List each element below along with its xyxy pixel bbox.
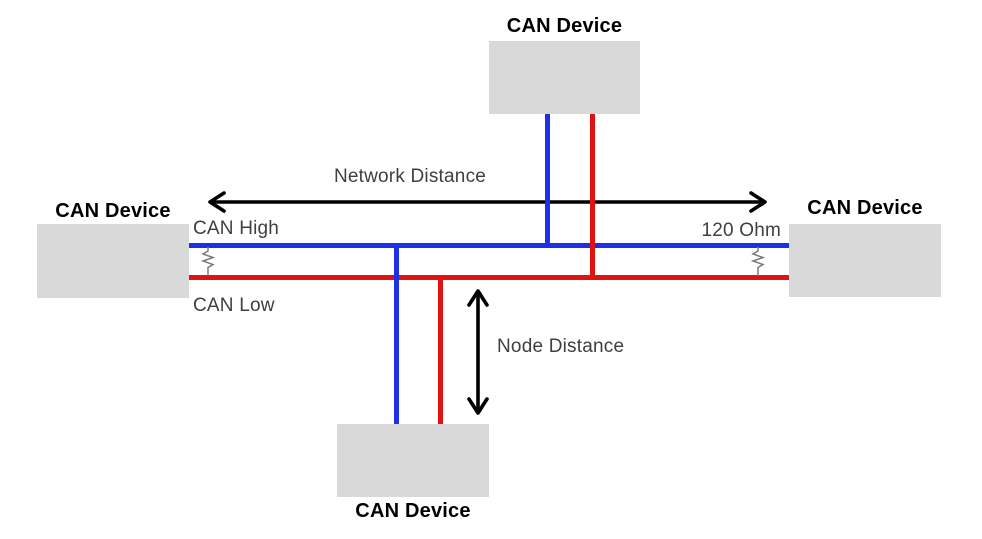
node-distance-label: Node Distance bbox=[497, 336, 625, 357]
can-high-bus-line bbox=[189, 243, 789, 248]
can-device-label-left: CAN Device bbox=[55, 200, 171, 222]
can-low-label: CAN Low bbox=[193, 295, 275, 316]
resistor-icon bbox=[750, 247, 766, 276]
network-distance-arrow-icon bbox=[208, 191, 767, 213]
top-device-can-low-stub bbox=[590, 114, 595, 280]
can-device-label-bottom: CAN Device bbox=[355, 500, 471, 522]
can-device-box-top bbox=[489, 41, 640, 114]
bottom-device-can-high-stub bbox=[394, 243, 399, 424]
node-distance-arrow-icon bbox=[467, 289, 489, 415]
can-device-box-bottom bbox=[337, 424, 489, 497]
can-device-box-right bbox=[789, 224, 941, 297]
can-device-label-top: CAN Device bbox=[506, 15, 623, 37]
top-device-can-high-stub bbox=[545, 114, 550, 248]
can-high-label: CAN High bbox=[193, 218, 280, 239]
termination-120-ohm-label: 120 Ohm bbox=[701, 220, 781, 241]
can-device-box-left bbox=[37, 224, 189, 298]
network-distance-label: Network Distance bbox=[333, 166, 487, 187]
can-device-label-right: CAN Device bbox=[807, 197, 923, 219]
bottom-device-can-low-stub bbox=[438, 275, 443, 424]
resistor-icon bbox=[200, 247, 216, 276]
can-low-bus-line bbox=[189, 275, 789, 280]
